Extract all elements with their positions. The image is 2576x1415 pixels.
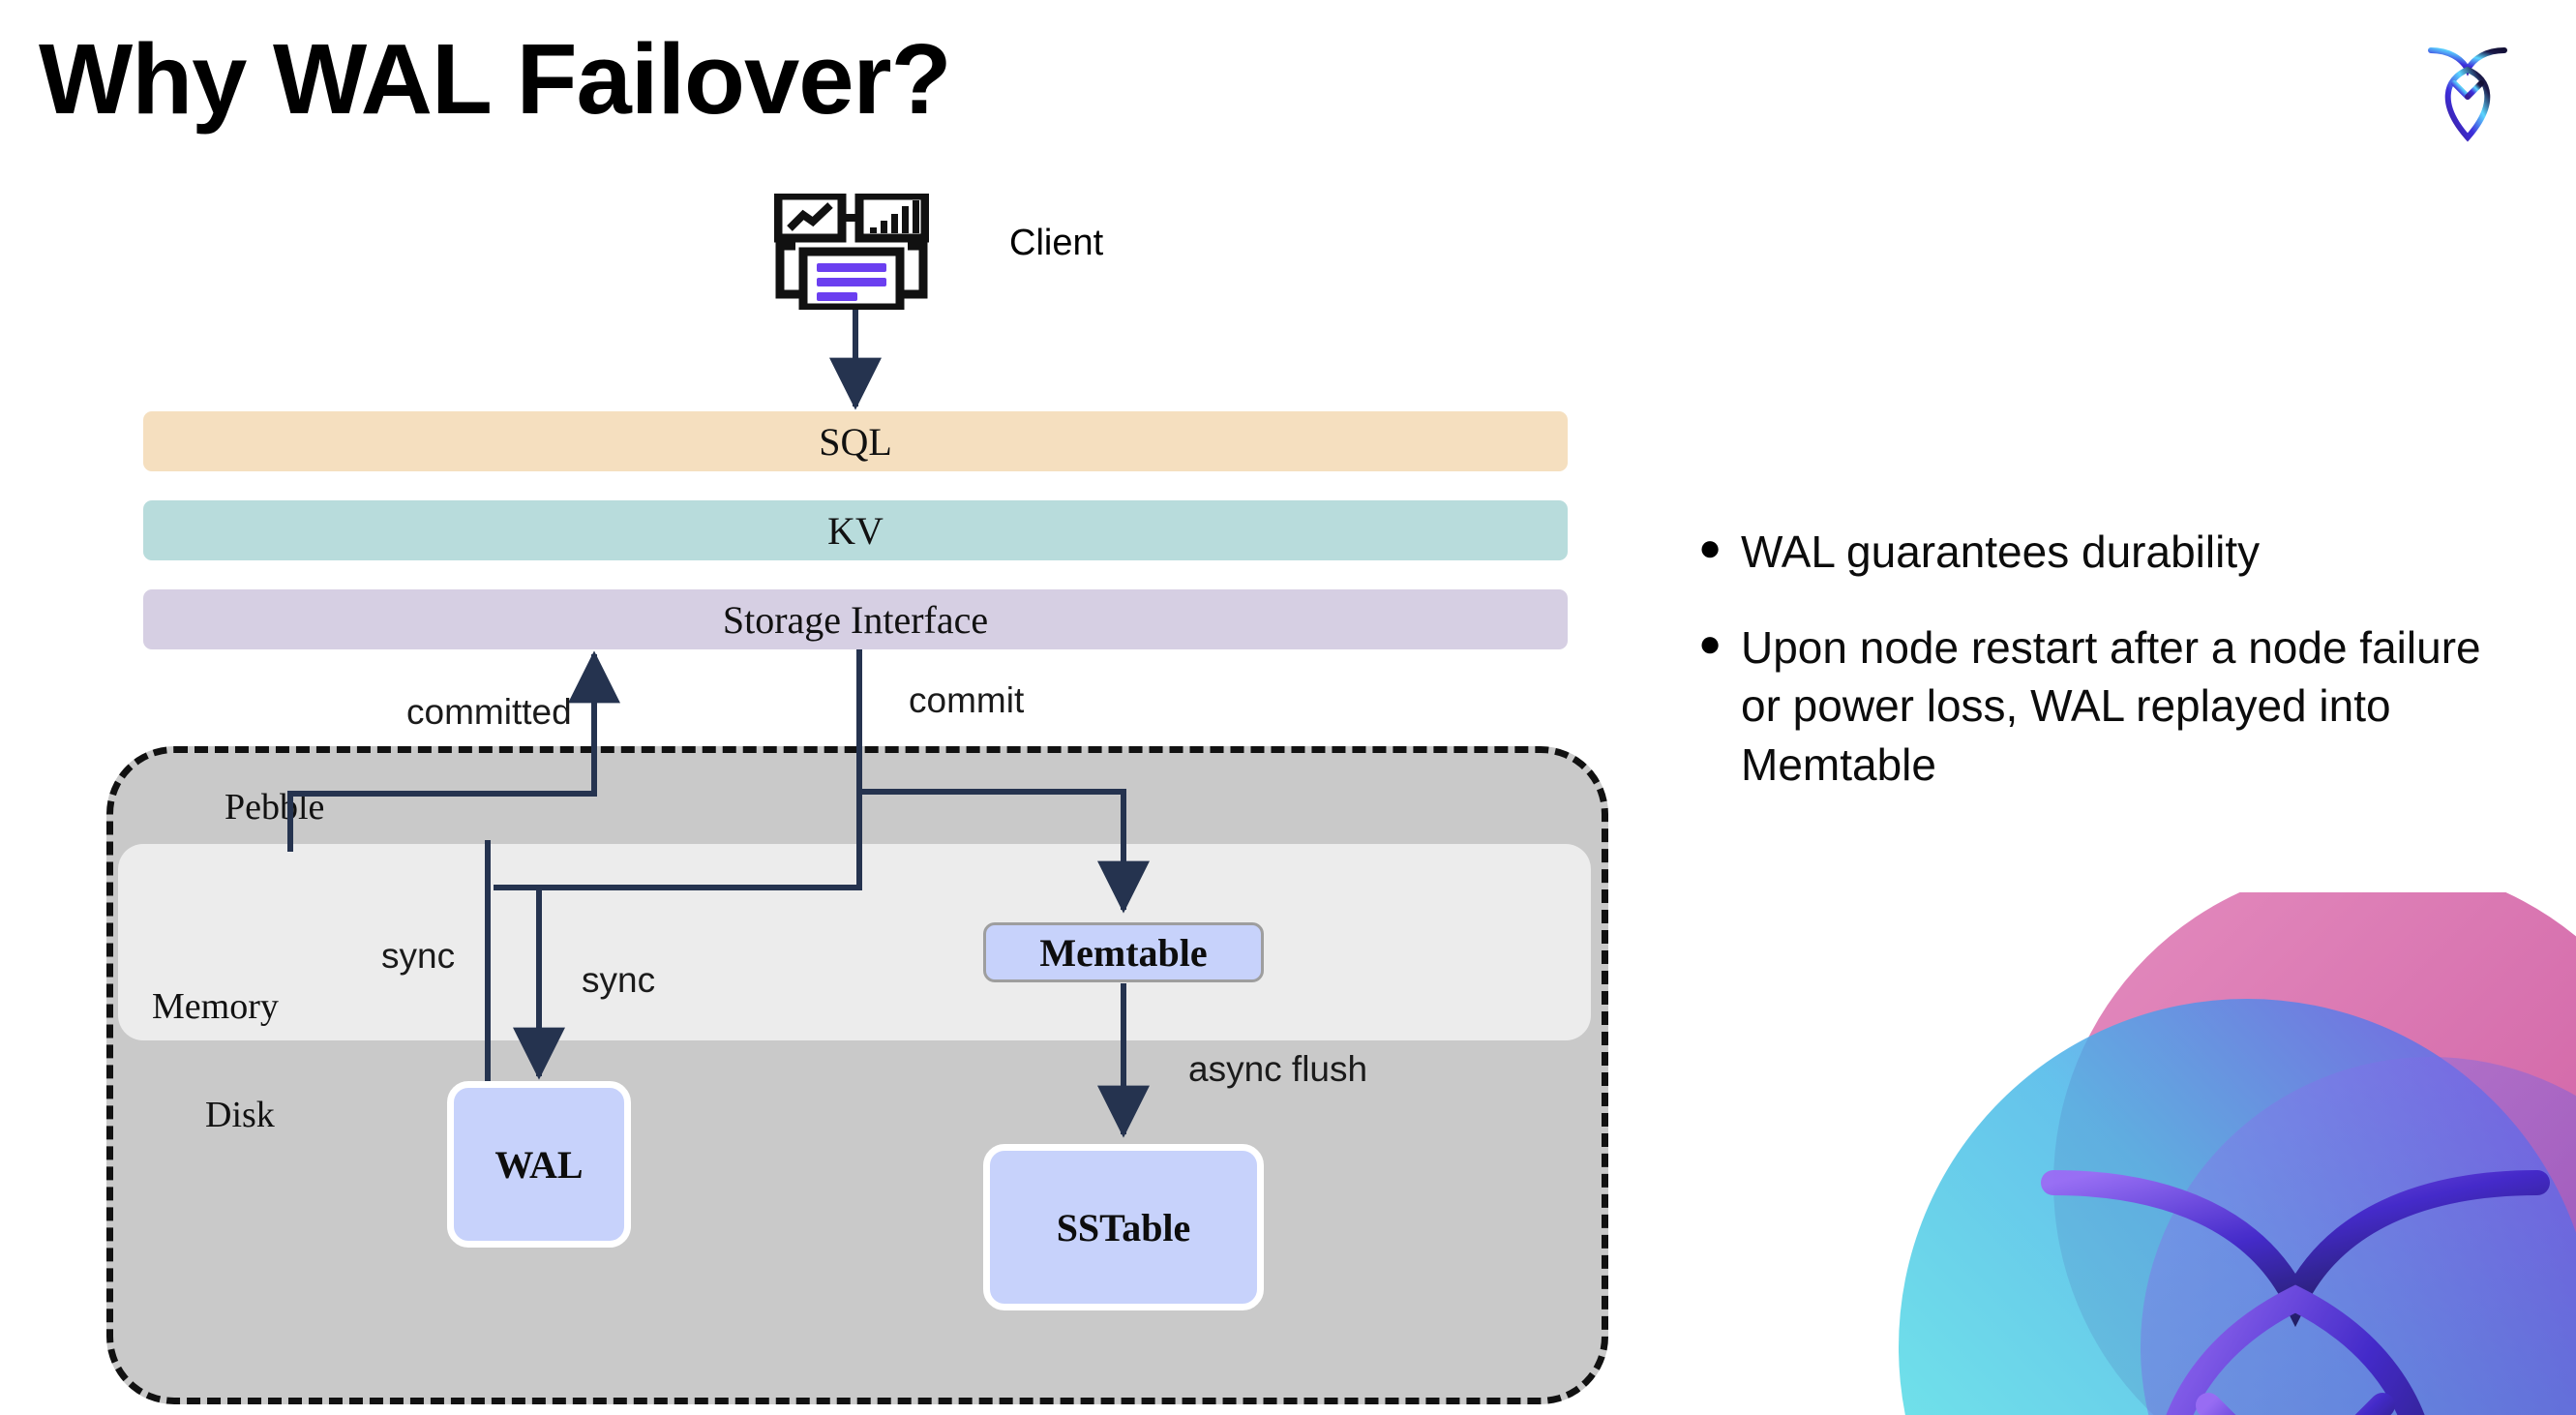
layer-bar-kv-label: KV <box>827 508 884 553</box>
client-label: Client <box>1009 223 1104 263</box>
edge-label-async-flush: async flush <box>1188 1049 1368 1089</box>
node-wal: WAL <box>447 1081 631 1248</box>
list-item: ● Upon node restart after a node failure… <box>1698 618 2492 795</box>
memory-label: Memory <box>152 986 279 1027</box>
memory-region <box>118 844 1591 1040</box>
node-memtable: Memtable <box>983 922 1264 982</box>
bullet-list: ● WAL guarantees durability ● Upon node … <box>1698 523 2492 831</box>
layer-bar-storage-interface-label: Storage Interface <box>722 597 989 642</box>
edge-label-commit: commit <box>909 680 1025 720</box>
layer-bar-sql-label: SQL <box>819 419 892 464</box>
edge-label-committed: committed <box>406 692 572 732</box>
cockroachdb-corner-art-icon <box>1831 892 2576 1415</box>
layer-bar-kv: KV <box>143 500 1568 560</box>
node-memtable-label: Memtable <box>1039 930 1208 975</box>
bullet-text: WAL guarantees durability <box>1741 527 2261 577</box>
bullet-dot-icon: ● <box>1698 527 1722 569</box>
disk-label: Disk <box>205 1095 275 1135</box>
layer-bar-sql: SQL <box>143 411 1568 471</box>
node-sstable: SSTable <box>983 1144 1264 1310</box>
list-item: ● WAL guarantees durability <box>1698 523 2492 582</box>
edge-label-sync-right: sync <box>582 960 656 1000</box>
edge-commit-to-memtable <box>859 789 1150 914</box>
edge-label-sync-left: sync <box>381 936 456 976</box>
node-sstable-label: SSTable <box>1056 1205 1191 1249</box>
bullet-text: Upon node restart after a node failure o… <box>1741 621 2481 791</box>
page-title: Why WAL Failover? <box>39 23 952 135</box>
edge-commit-trunk <box>494 649 862 890</box>
layer-bar-storage-interface: Storage Interface <box>143 589 1568 649</box>
cockroachdb-logo-icon <box>2419 37 2516 143</box>
node-wal-label: WAL <box>494 1142 584 1187</box>
bullet-dot-icon: ● <box>1698 621 1722 665</box>
client-dashboard-icon <box>773 191 930 313</box>
edge-committed <box>287 650 620 852</box>
